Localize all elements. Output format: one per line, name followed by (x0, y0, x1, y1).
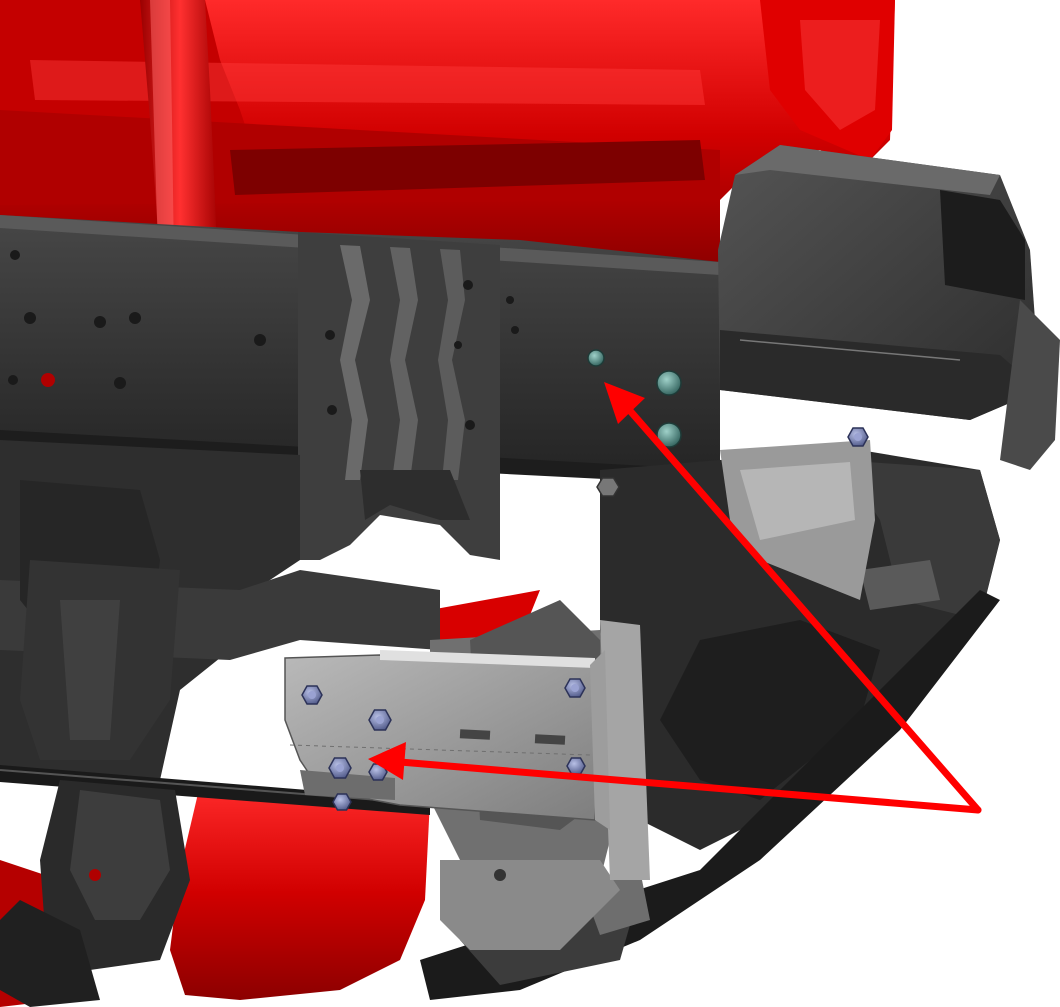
bottom-left-mount (0, 780, 190, 1007)
mounting-plate (284, 650, 610, 830)
callout-arrow-icon (368, 382, 982, 814)
ribbed-bracket (298, 232, 500, 560)
bumper-assembly (420, 145, 1060, 1000)
teal-bolt-icon (587, 349, 682, 448)
hex-bolt-icon (301, 427, 869, 811)
lower-frame-structure (0, 440, 440, 780)
bottom-rail (0, 765, 431, 815)
frame-holes (8, 250, 519, 430)
